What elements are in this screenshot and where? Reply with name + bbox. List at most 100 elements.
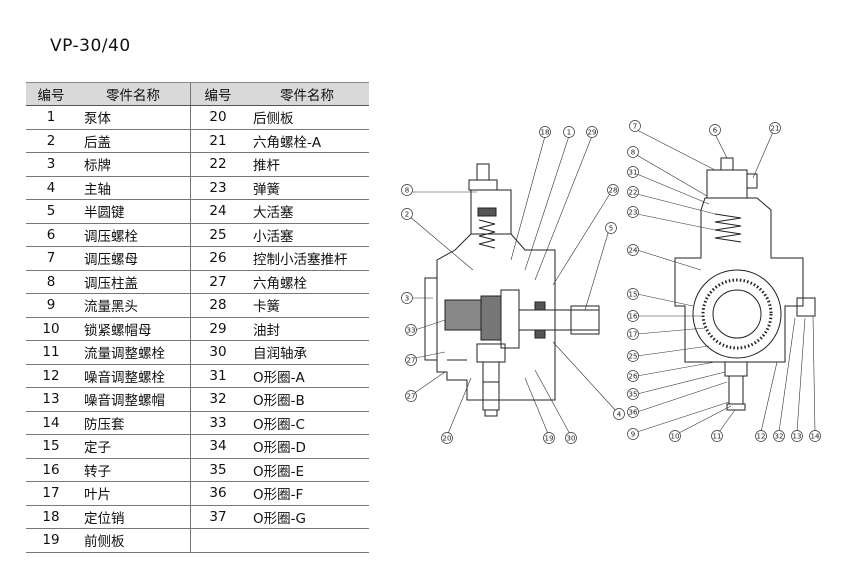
right-view-callout: 15 — [627, 288, 639, 300]
callout-number: 6 — [713, 127, 718, 135]
part-name-cell: 半圆键 — [76, 199, 191, 224]
left-view-callout: 3 — [401, 292, 413, 304]
callout-number: 1 — [567, 129, 571, 137]
part-number-cell: 18 — [26, 505, 76, 529]
part-name-cell: 小活塞 — [245, 223, 369, 247]
part-number-cell: 1 — [26, 105, 76, 130]
right-view-leaders — [634, 129, 816, 435]
left-view-callout: 28 — [607, 184, 619, 196]
left-view-callout: 1 — [563, 126, 575, 138]
right-view-callout: 25 — [627, 350, 639, 362]
part-number-cell: 12 — [26, 364, 76, 388]
callout-number: 5 — [609, 225, 613, 233]
part-number-cell: 20 — [190, 105, 245, 130]
part-number-cell: 2 — [26, 129, 76, 153]
right-view-callout: 22 — [627, 186, 639, 198]
part-name-cell — [245, 528, 369, 553]
callout-number: 11 — [713, 433, 722, 441]
part-number-cell: 27 — [190, 270, 245, 294]
left-view-callout: 5 — [605, 222, 617, 234]
part-number-cell: 26 — [190, 246, 245, 271]
callout-number: 4 — [617, 411, 622, 419]
part-name-cell: 调压螺母 — [76, 246, 191, 271]
part-name-cell: 防压套 — [76, 411, 191, 435]
left-view-callout: 27 — [405, 390, 417, 402]
part-number-cell: 29 — [190, 317, 245, 341]
part-number-cell: 24 — [190, 199, 245, 224]
model-title: VP-30/40 — [50, 36, 131, 56]
callout-number: 32 — [775, 433, 784, 441]
right-view-callout: 14 — [809, 430, 821, 442]
right-view-callout: 21 — [769, 122, 781, 134]
part-number-cell: 31 — [190, 364, 245, 388]
part-name-cell: 流量黑头 — [76, 293, 191, 318]
callout-number: 31 — [629, 169, 638, 177]
part-name-cell: O形圈-E — [245, 458, 369, 482]
left-view-callout: 20 — [441, 432, 453, 444]
part-name-cell: 泵体 — [76, 105, 191, 130]
part-number-cell: 25 — [190, 223, 245, 247]
callout-number: 2 — [405, 211, 409, 219]
right-view-callout: 9 — [627, 428, 639, 440]
left-view-callout: 8 — [401, 184, 413, 196]
callout-number: 22 — [629, 189, 638, 197]
part-number-cell: 22 — [190, 152, 245, 177]
right-view-callout: 11 — [711, 430, 723, 442]
part-name-cell: 转子 — [76, 458, 191, 482]
callout-number: 26 — [629, 373, 638, 381]
callout-number: 23 — [629, 209, 638, 217]
callout-number: 3 — [405, 295, 409, 303]
part-name-cell: 推杆 — [245, 152, 369, 177]
callout-number: 13 — [793, 433, 802, 441]
right-view-callout: 13 — [791, 430, 803, 442]
callout-number: 12 — [757, 433, 766, 441]
part-number-cell: 10 — [26, 317, 76, 341]
left-view-callout: 18 — [539, 126, 551, 138]
left-view-callout: 29 — [586, 126, 598, 138]
part-number-cell: 32 — [190, 387, 245, 412]
table-header-row: 编号 零件名称 编号 零件名称 — [26, 82, 369, 106]
right-view-callout: 10 — [669, 430, 681, 442]
part-name-cell: 弹簧 — [245, 176, 369, 200]
right-view-callout: 6 — [709, 124, 721, 136]
part-name-cell: 调压柱盖 — [76, 270, 191, 294]
part-name-cell: 油封 — [245, 317, 369, 341]
part-number-cell: 37 — [190, 505, 245, 529]
right-view-callout: 8 — [627, 146, 639, 158]
part-number-cell: 7 — [26, 246, 76, 271]
part-name-cell: 大活塞 — [245, 199, 369, 224]
part-name-cell: 噪音调整螺栓 — [76, 364, 191, 388]
right-view-callout: 32 — [773, 430, 785, 442]
part-name-cell: 流量调整螺栓 — [76, 340, 191, 365]
right-view-callout: 12 — [755, 430, 767, 442]
left-view-leaders — [408, 135, 618, 437]
part-number-cell: 5 — [26, 199, 76, 224]
callout-number: 30 — [567, 435, 576, 443]
part-number-cell: 19 — [26, 528, 76, 553]
right-view-callout: 36 — [627, 406, 639, 418]
part-number-cell: 3 — [26, 152, 76, 177]
part-number-cell: 16 — [26, 458, 76, 482]
right-view-callout: 16 — [627, 310, 639, 322]
part-number-cell: 34 — [190, 434, 245, 459]
callout-number: 21 — [771, 125, 780, 133]
part-name-cell: O形圈-F — [245, 481, 369, 506]
header-part-name-1: 零件名称 — [76, 82, 191, 106]
callout-number: 24 — [629, 247, 638, 255]
callout-number: 28 — [609, 187, 618, 195]
left-view-callout: 30 — [565, 432, 577, 444]
part-number-cell: 15 — [26, 434, 76, 459]
part-name-cell: 后侧板 — [245, 105, 369, 130]
